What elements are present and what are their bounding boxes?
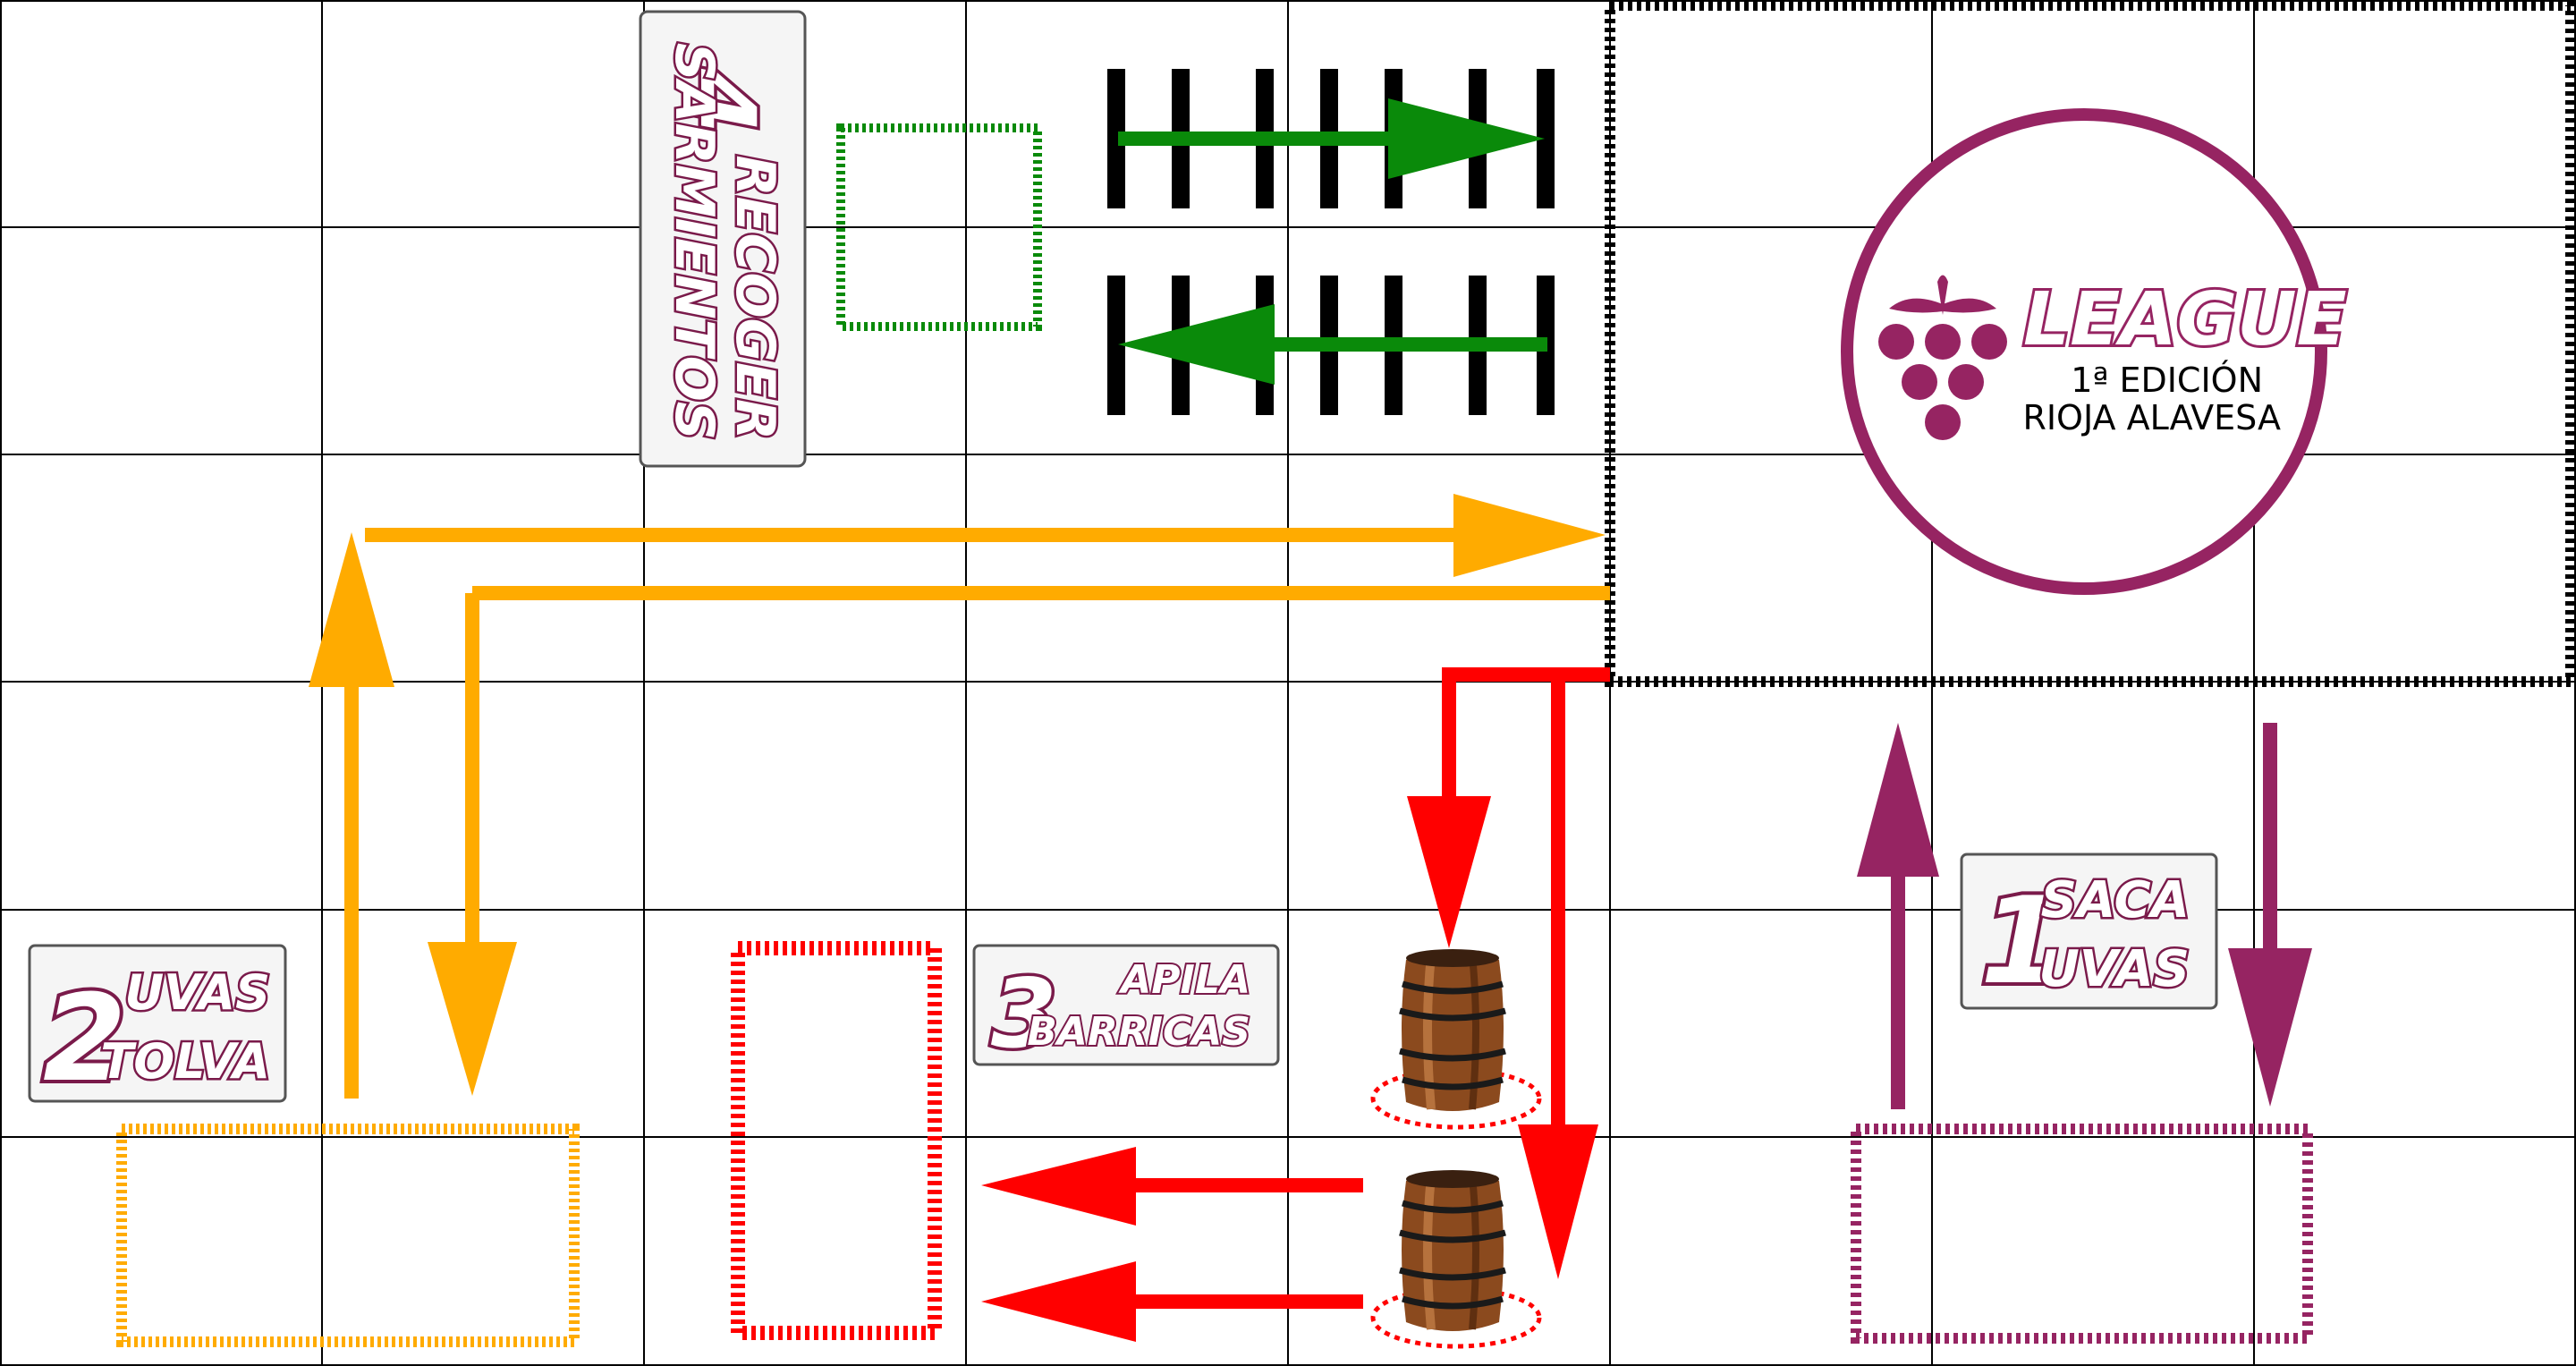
arrow-head-left bbox=[1118, 304, 1275, 385]
arrow-head-down bbox=[2228, 948, 2312, 1107]
station-4-line2: SARMIENTOS bbox=[663, 43, 725, 440]
arrow-head-down bbox=[428, 942, 517, 1096]
station-1-line2: UVAS bbox=[2038, 940, 2190, 998]
red-drop-zone bbox=[738, 948, 935, 1333]
arrow-head-left-1 bbox=[981, 1147, 1136, 1226]
arrow-head-right bbox=[1388, 98, 1545, 179]
logo-title: LEAGUE bbox=[2023, 277, 2347, 362]
station-2-label: 2 UVAS TOLVA bbox=[30, 946, 285, 1108]
arrow-head-left-2 bbox=[981, 1261, 1136, 1342]
arrow-head-up bbox=[1857, 723, 1939, 877]
red-arrowheads bbox=[981, 796, 1598, 1342]
station-4-line1: RECOGER bbox=[724, 155, 786, 440]
arrow-head-down-1 bbox=[1407, 796, 1491, 948]
station-4-label: 4 RECOGER SARMIENTOS bbox=[640, 12, 805, 466]
logo-edition: 1ª EDICIÓN bbox=[2071, 361, 2263, 400]
station-3-label: 3 APILA BARRICAS bbox=[974, 946, 1278, 1069]
station-2-line2: TOLVA bbox=[100, 1033, 270, 1090]
station-3-line1: APILA bbox=[1118, 957, 1250, 1003]
barrel-icon bbox=[1373, 1170, 1539, 1346]
logo-region: RIOJA ALAVESA bbox=[2022, 398, 2281, 437]
orange-drop-zone bbox=[122, 1129, 574, 1342]
station-3-line2: BARRICAS bbox=[1027, 1009, 1250, 1055]
station-2-line1: UVAS bbox=[124, 964, 270, 1021]
purple-drop-zone bbox=[1856, 1129, 2308, 1338]
arrow-head-right bbox=[1453, 494, 1606, 577]
barrel-icon bbox=[1373, 949, 1539, 1127]
station-1-line1: SACA bbox=[2041, 871, 2190, 929]
arrow-head-down-2 bbox=[1518, 1124, 1598, 1279]
station-1-label: 1 SACA UVAS bbox=[1962, 854, 2216, 1011]
league-logo: LEAGUE 1ª EDICIÓN RIOJA ALAVESA bbox=[1847, 115, 2347, 589]
green-route bbox=[1118, 98, 1547, 385]
